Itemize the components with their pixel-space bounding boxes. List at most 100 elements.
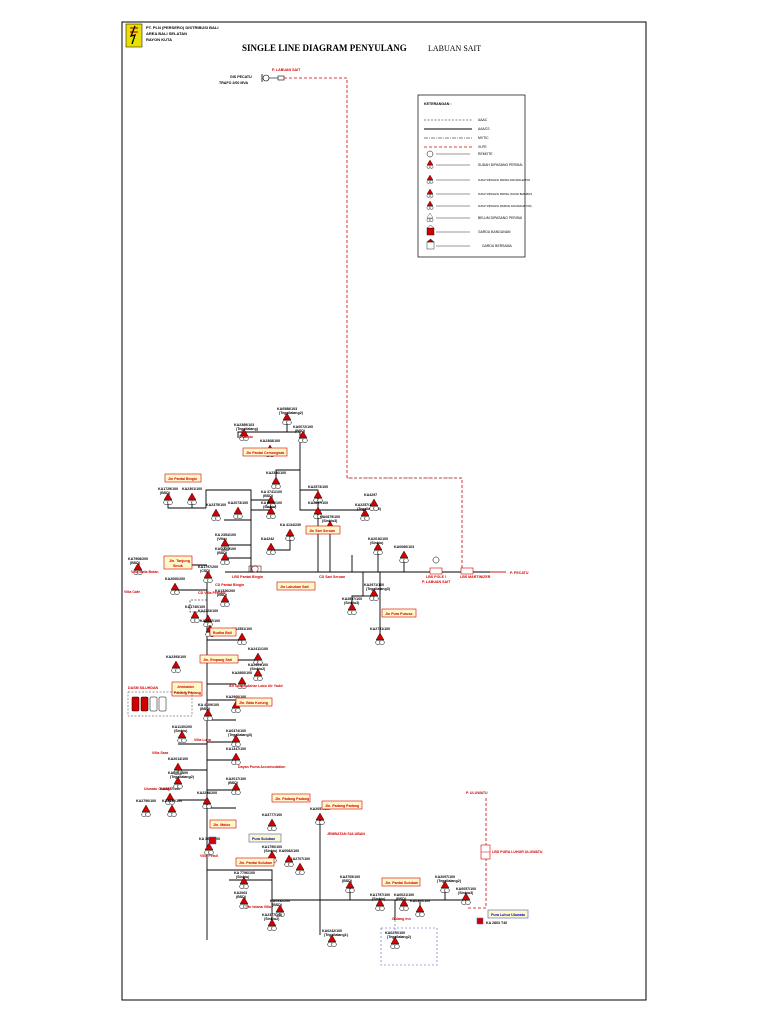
- label-box-padang-padang-1: Jln. Padang Padang: [271, 793, 311, 803]
- svg-text:Jln. Batu Kurung: Jln. Batu Kurung: [239, 701, 268, 705]
- substation-subtitle: (Sinbiu): [263, 505, 277, 509]
- substation-subtitle: (Tegallalang2): [387, 935, 412, 939]
- substation-21: KA2301/100: [182, 487, 202, 506]
- substation-subtitle: (Tegallalang1): [324, 933, 349, 937]
- pln-logo: [125, 23, 143, 48]
- villa-cafe-label: Villa Cafe: [124, 590, 140, 594]
- substation-id: KA2301/100: [182, 487, 202, 491]
- svg-text:Jembatan: Jembatan: [177, 685, 194, 689]
- label-box-pantai-cemongkak: Jln Pantai Cemongkak: [242, 447, 288, 457]
- sub-belum-icon: [426, 212, 434, 222]
- substation-id: KA1326/200: [215, 589, 235, 593]
- substation-subtitle: (Sinbiu3): [344, 601, 360, 605]
- substation-id: KA1740/100: [185, 605, 205, 609]
- company-line-2: AREA BALI SELATAN: [146, 31, 187, 36]
- uluwatu-red-label: Uluwatu: [239, 435, 253, 439]
- dasm-siluhdan-label: DASM SILUHDAN: [128, 686, 159, 690]
- company-line-3: RAYON KUTA: [146, 37, 172, 42]
- substation-54: KA2063(BSD): [234, 891, 249, 910]
- substation-29: KA2411/100: [248, 647, 268, 666]
- substation-id: KA 4134/230: [280, 523, 301, 527]
- label-box-pura-purusa: Jln Pura Purusa: [381, 608, 417, 618]
- substation-48: KA3839/100: [162, 799, 182, 818]
- substation-16: KA4242: [261, 537, 276, 556]
- svg-text:Sinuk: Sinuk: [173, 564, 183, 568]
- gardu-bangunan-icon: [426, 224, 435, 236]
- label-box-batu-kurung: Jln. Batu Kurung: [235, 697, 273, 707]
- substation-28: KA2551/100: [232, 627, 252, 646]
- label-box-pantai-suluban-2: Jln. Pantai Suluban: [381, 877, 421, 887]
- substation-subtitle: (BSD): [272, 903, 283, 907]
- gardu-bangunan-marker: [208, 836, 217, 845]
- substation-id: KA 7796/100: [234, 871, 255, 875]
- legend-aaacs: AAACS: [478, 127, 490, 131]
- substation-subtitle: (Villa): [217, 537, 228, 541]
- svg-text:Jln Pura Purusa: Jln Pura Purusa: [385, 612, 413, 616]
- svg-text:Jln. Padang Padang: Jln. Padang Padang: [275, 797, 309, 801]
- substation-subtitle: (Sinbiu): [264, 849, 278, 853]
- lbs-pura-luhur-label: LBS PURA LUHUR ULUWATU: [492, 850, 543, 854]
- substation-57: KA3705/100(BSD): [340, 875, 360, 894]
- substation-subtitle: (Tegallalang2): [279, 411, 304, 415]
- label-box-pura-suluban: Pura Suluban: [248, 833, 282, 843]
- substation-id: KA2790/100: [136, 799, 156, 803]
- substation-50: KA3777/100: [262, 813, 282, 832]
- the-istana-villa-label: The Istana Villa: [245, 905, 272, 909]
- substation-42: KA1347/100: [226, 747, 246, 766]
- substation-id: KA2097/100: [435, 875, 455, 879]
- substation-27: KA2317/100: [200, 619, 220, 638]
- substation-14: KA4297: [364, 493, 379, 512]
- substation-subtitle: (BSD): [396, 897, 407, 901]
- remote-icon: [426, 150, 434, 158]
- substation-id: KA2021/100: [168, 771, 188, 775]
- substation-id: KA2298/200: [197, 791, 217, 795]
- substation-id: KA0879/100: [320, 515, 340, 519]
- substation-id: KA0242/100: [322, 929, 342, 933]
- substation-id: KA0370/100: [410, 899, 430, 903]
- lbs-pantai-bingin-label: LBS Pantai Bingin: [232, 575, 263, 579]
- svg-text:Pura Luhur Uluwatu: Pura Luhur Uluwatu: [491, 913, 525, 917]
- dayan-puma-label: Dayan Puma Accomodation: [238, 765, 285, 769]
- substation-17: KA0879/100(Sinbiu3): [320, 515, 340, 534]
- substation-subtitle: (Sinbiu2): [264, 917, 280, 921]
- substation-id: KA2257/100: [355, 503, 375, 507]
- substation-id: KA2057/100: [310, 807, 330, 811]
- substation-subtitle: (BSD): [130, 561, 141, 565]
- substation-id: KA0932/200: [270, 899, 290, 903]
- substation-id: KA2897/100: [342, 597, 362, 601]
- jembatan-suluban-label: JEMBATAN SULUBAN: [327, 832, 365, 836]
- substation-59: KA0021/100(BSD): [394, 893, 414, 912]
- source-substation-label: GIS PECATU: [230, 75, 252, 79]
- svg-text:Padang Padang: Padang Padang: [174, 691, 201, 695]
- substation-id: KA1797/100: [370, 893, 390, 897]
- gardu-bersama-icon: [426, 238, 435, 250]
- substation-65: KA2707/100: [290, 857, 310, 876]
- substation-19: KA0080/103: [394, 545, 414, 564]
- source-feeder-label: P. LABUAN SAIT: [272, 68, 301, 72]
- substation-subtitle: (Tegallalang3): [366, 587, 391, 591]
- svg-text:Pura Suluban: Pura Suluban: [252, 837, 275, 841]
- svg-text:Budha Bali: Budha Bali: [213, 631, 232, 635]
- label-box-empang-sari: Jln. Empang Sari: [199, 654, 239, 664]
- substation-id: KA2223/100: [198, 609, 218, 613]
- substation-id: KA2368/100: [260, 439, 280, 443]
- label-box-sari-seruan: Jln Sari Seruan: [305, 525, 341, 535]
- substation-subtitle: (Tegallalang2): [170, 775, 195, 779]
- cd-villa-pernalli-label: CD Villa Pernalli: [198, 591, 226, 595]
- substation-id: KA0082/100: [279, 849, 299, 853]
- substation-subtitle: (BSD): [295, 429, 306, 433]
- substation-11: KA 3230/100(BSD): [215, 547, 236, 566]
- legend-remote: REMOTE: [478, 152, 493, 156]
- substation-10: KA 2354/100(Villa): [215, 533, 236, 552]
- diagram-subtitle: LABUAN SAIT: [428, 44, 481, 53]
- substation-id: KA2375/100: [206, 503, 226, 507]
- substation-56: KA2377/100(Sinbiu2): [262, 913, 282, 932]
- lbs-martinizer-label: LBS MARTINIZER: [460, 575, 491, 579]
- substation-id: KA 2354/100: [215, 533, 236, 537]
- substation-id: KA2063: [234, 891, 247, 895]
- villa-petsil-label: Villa Petsil: [200, 854, 218, 858]
- substation-id: KA0080/103: [394, 545, 414, 549]
- substation-id: KA 3230/100: [215, 547, 236, 551]
- substation-id: KA3839/100: [162, 799, 182, 803]
- substation-63: KA0270/100(Tegallalang2): [385, 931, 412, 950]
